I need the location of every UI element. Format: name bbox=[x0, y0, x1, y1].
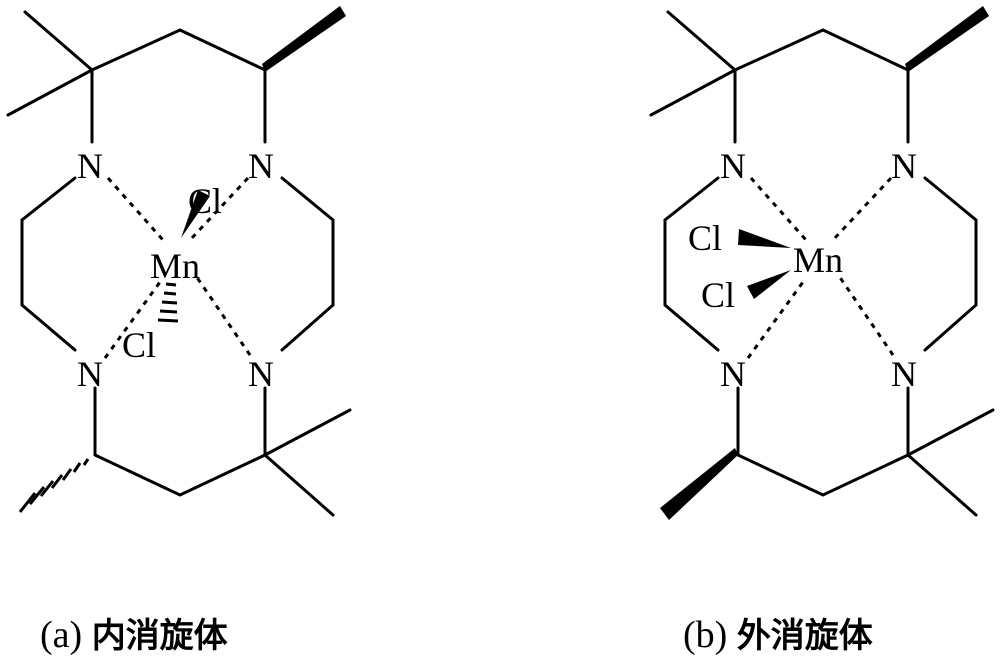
hashed-methyl-bond bbox=[18, 458, 90, 513]
wedge-methyl-bond bbox=[660, 448, 738, 520]
atom-n-bottom-left: N bbox=[77, 354, 103, 394]
molecule-meso: N N N N Mn Cl Cl bbox=[6, 4, 352, 517]
caption-a-prefix: (a) bbox=[40, 614, 83, 656]
atom-n-top-left: N bbox=[720, 146, 746, 186]
atom-n-bottom-left: N bbox=[720, 354, 746, 394]
atom-cl-lower: Cl bbox=[701, 275, 735, 315]
hashed-bond-cl bbox=[157, 282, 179, 323]
atom-n-top-left: N bbox=[77, 146, 103, 186]
atom-cl-top: Cl bbox=[188, 181, 222, 221]
wedge-bond-cl-upper bbox=[738, 229, 791, 248]
atom-n-top-right: N bbox=[248, 146, 274, 186]
wedge-bond-cl-lower bbox=[747, 270, 791, 299]
caption-b: (b) 外消旋体 bbox=[683, 608, 873, 657]
caption-a-label: 内消旋体 bbox=[91, 616, 228, 656]
caption-b-label: 外消旋体 bbox=[736, 616, 873, 656]
atom-cl-upper: Cl bbox=[688, 218, 722, 258]
atom-n-bottom-right: N bbox=[248, 354, 274, 394]
atom-mn: Mn bbox=[150, 246, 200, 286]
atom-n-bottom-right: N bbox=[891, 354, 917, 394]
atom-mn: Mn bbox=[793, 240, 843, 280]
atom-cl-bottom: Cl bbox=[122, 325, 156, 365]
atom-n-top-right: N bbox=[891, 146, 917, 186]
caption-a: (a) 内消旋体 bbox=[40, 608, 228, 657]
caption-b-prefix: (b) bbox=[683, 614, 728, 656]
molecule-racemic: N N N N Mn Cl Cl bbox=[649, 4, 995, 520]
wedge-bond-cl bbox=[181, 190, 210, 238]
